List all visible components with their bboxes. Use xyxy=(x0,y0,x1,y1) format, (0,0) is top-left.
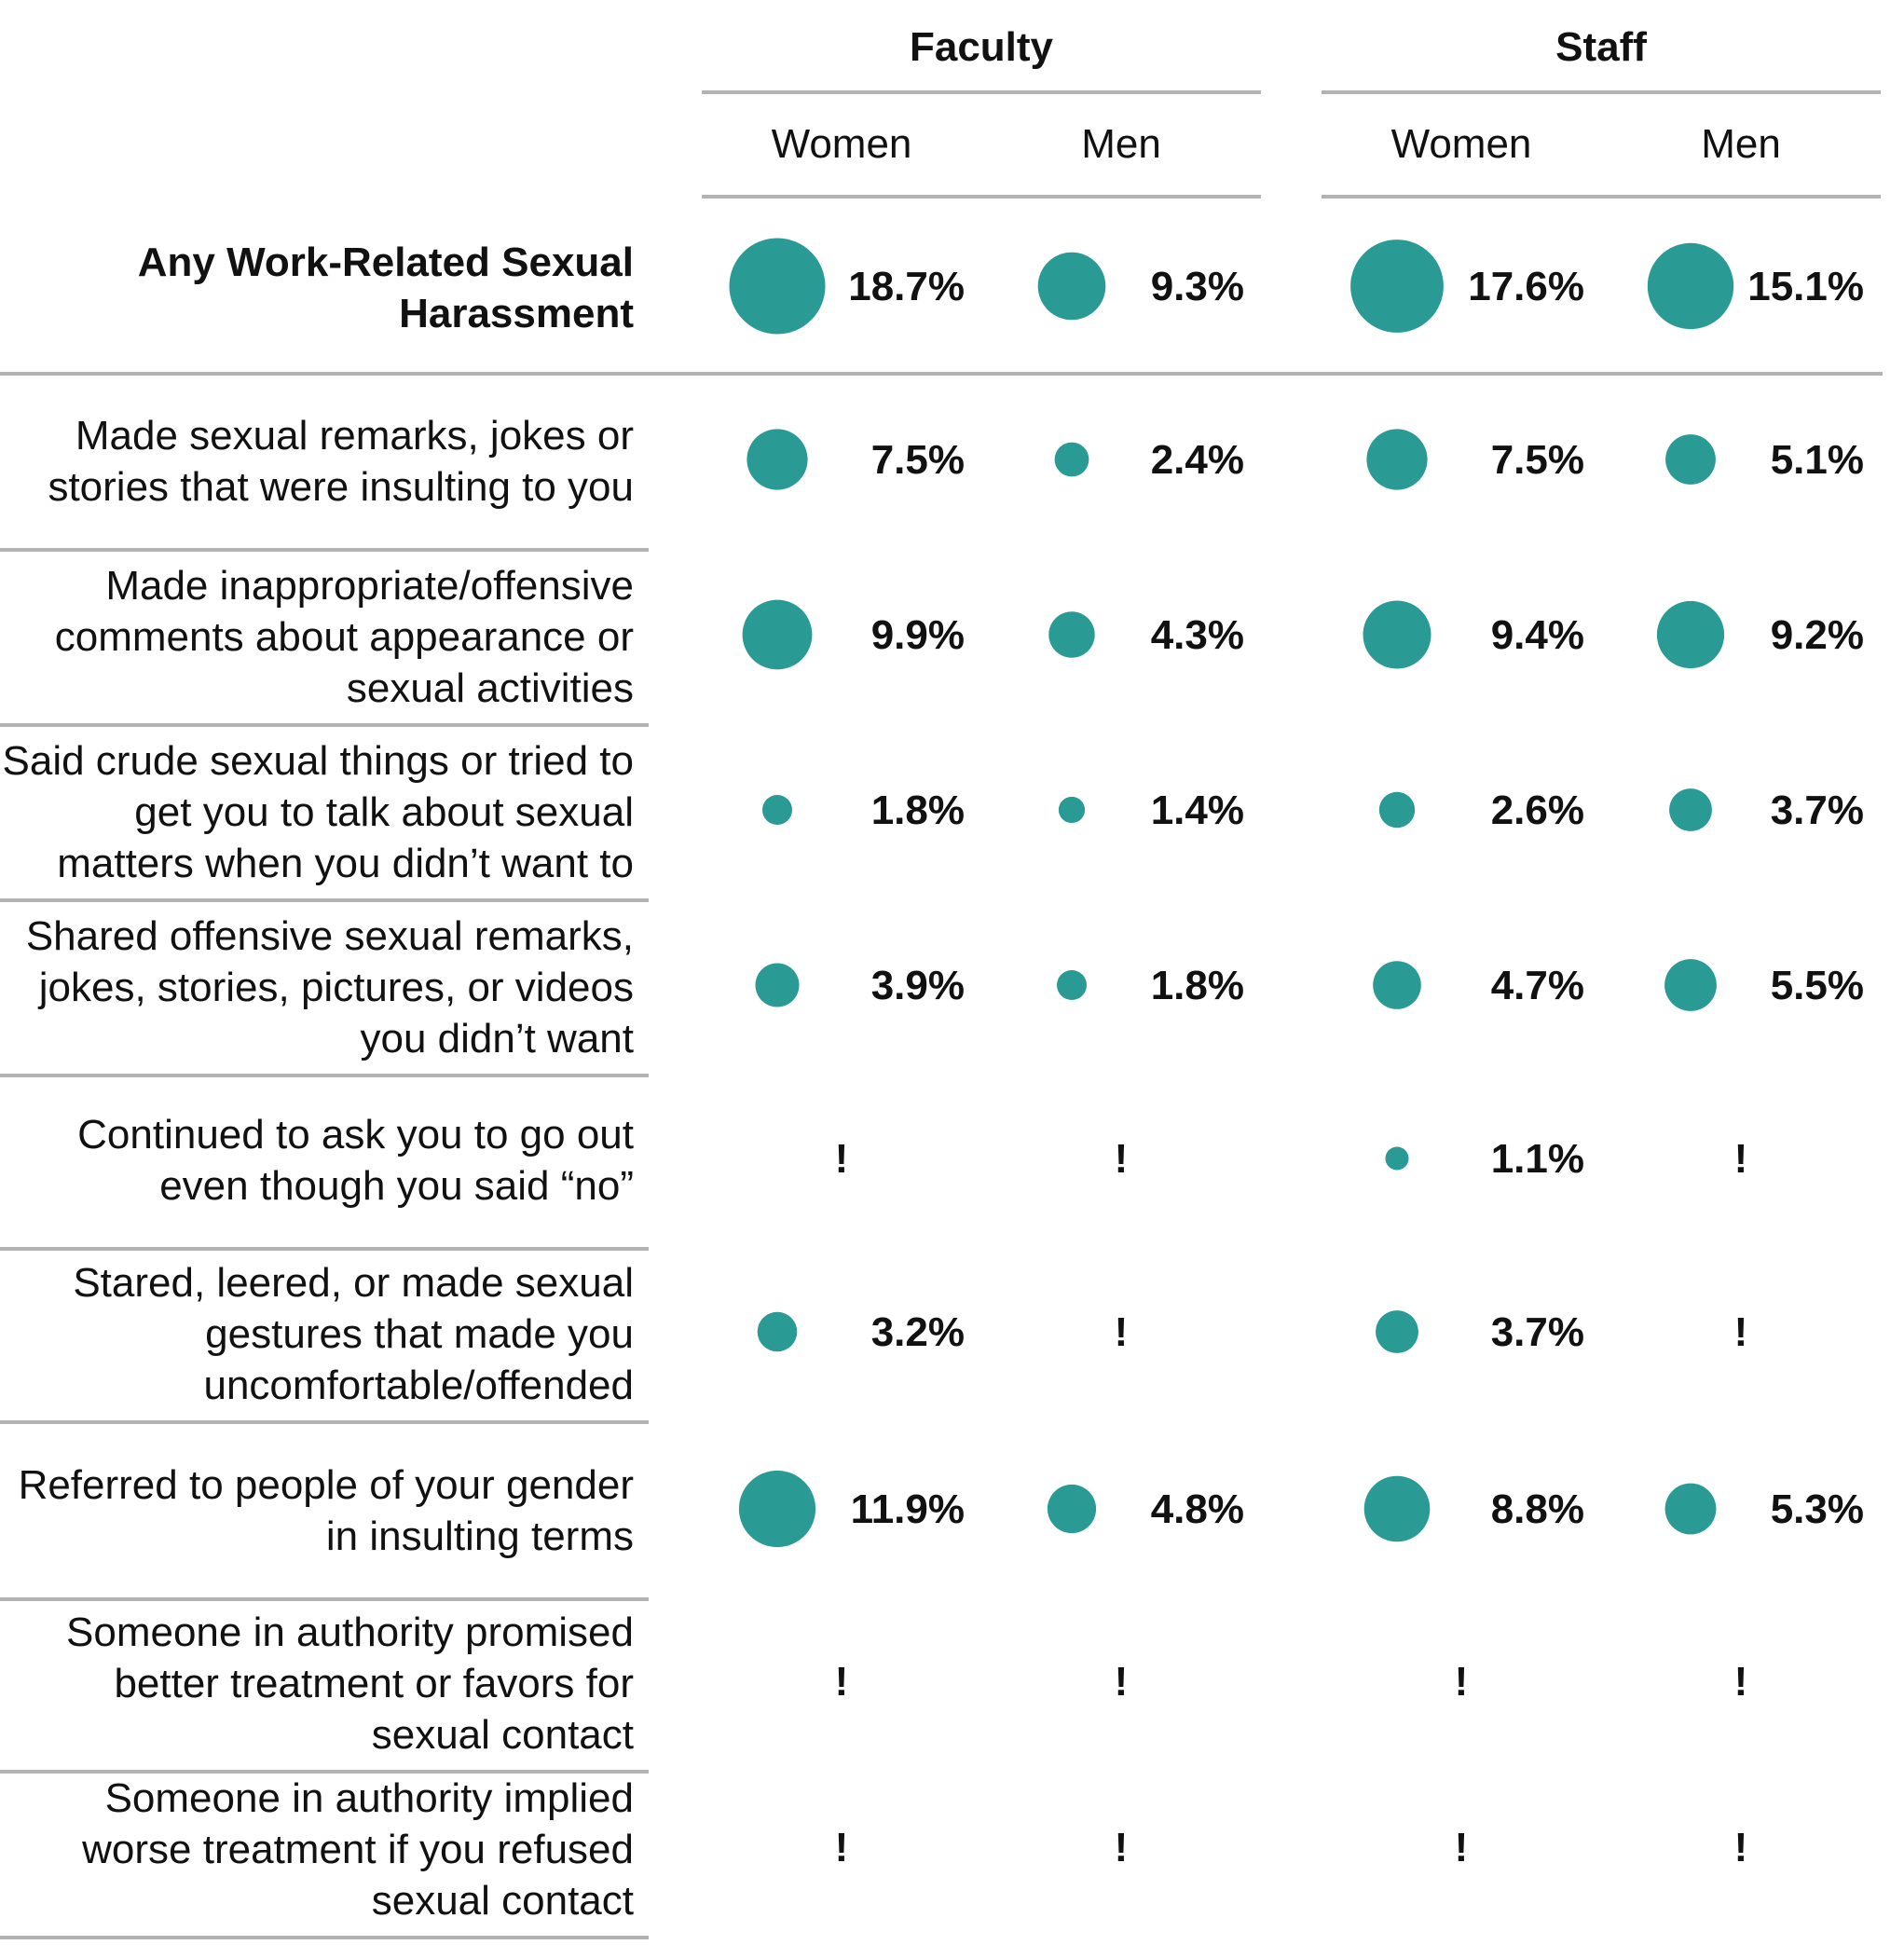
bubble-faculty-women xyxy=(747,429,808,490)
value-label-staff-women: 1.1% xyxy=(1490,1136,1584,1182)
value-label-staff-women: 2.6% xyxy=(1490,788,1584,833)
value-label-staff-women: 4.7% xyxy=(1490,963,1584,1008)
row-label: Stared, leered, or made sexual gestures … xyxy=(73,1259,634,1408)
bubble-staff-women xyxy=(1385,1146,1409,1171)
value-label-faculty-men: 2.4% xyxy=(1150,437,1244,483)
row-label: Said crude sexual things or tried to get… xyxy=(2,737,635,886)
bubble-faculty-women xyxy=(729,238,826,335)
staff-subheader-rule xyxy=(1322,195,1881,199)
bubble-staff-men xyxy=(1669,788,1712,831)
subheader-faculty-women: Women xyxy=(771,121,912,167)
suppressed-marker: ! xyxy=(1454,1659,1469,1705)
bubble-faculty-women xyxy=(757,1311,798,1352)
row-divider xyxy=(0,1597,649,1601)
row-divider xyxy=(0,1936,649,1939)
row-divider xyxy=(0,723,649,727)
value-label-staff-men: 9.2% xyxy=(1770,612,1864,658)
bubble-faculty-women xyxy=(742,599,813,670)
subheader-staff-women: Women xyxy=(1390,121,1532,167)
section-divider xyxy=(0,372,1883,376)
value-label-faculty-men: 4.3% xyxy=(1150,612,1244,658)
row-divider xyxy=(0,548,649,552)
suppressed-marker: ! xyxy=(1114,1659,1129,1705)
value-label-staff-men: 5.1% xyxy=(1770,437,1864,483)
row-divider xyxy=(0,1770,649,1774)
value-label-staff-women: 8.8% xyxy=(1490,1486,1584,1532)
value-label-faculty-men: 9.3% xyxy=(1150,264,1244,309)
row-label: Shared offensive sexual remarks, jokes, … xyxy=(25,912,634,1062)
value-label-faculty-women: 11.9% xyxy=(850,1486,965,1532)
bubble-faculty-men xyxy=(1054,442,1089,477)
bubble-staff-men xyxy=(1647,242,1734,330)
row-label: Referred to people of your gender in ins… xyxy=(18,1462,634,1559)
value-label-staff-women: 17.6% xyxy=(1468,264,1584,309)
bubble-faculty-men xyxy=(1047,1484,1097,1534)
bubble-staff-women xyxy=(1373,961,1421,1009)
bubble-staff-men xyxy=(1665,434,1716,485)
bubble-staff-men xyxy=(1656,600,1725,669)
value-label-faculty-men: 1.8% xyxy=(1150,963,1244,1008)
row-label: Made sexual remarks, jokes or stories th… xyxy=(48,413,634,510)
bubble-staff-women xyxy=(1378,791,1416,829)
row-divider xyxy=(0,898,649,902)
value-label-faculty-women: 3.2% xyxy=(870,1309,965,1355)
suppressed-marker: ! xyxy=(1114,1309,1129,1355)
suppressed-marker: ! xyxy=(1733,1825,1748,1870)
bubble-faculty-men xyxy=(1058,796,1086,824)
value-label-faculty-women: 3.9% xyxy=(870,963,965,1008)
suppressed-marker: ! xyxy=(834,1136,849,1182)
value-label-staff-women: 9.4% xyxy=(1490,612,1584,658)
bubble-staff-men xyxy=(1664,959,1717,1011)
value-label-staff-men: 3.7% xyxy=(1770,788,1864,833)
bubble-staff-women xyxy=(1363,600,1431,669)
staff-header-rule xyxy=(1322,90,1881,94)
suppressed-marker: ! xyxy=(1454,1825,1469,1870)
value-label-faculty-women: 7.5% xyxy=(870,437,965,483)
bubble-faculty-women xyxy=(755,963,800,1007)
row-divider xyxy=(0,1074,649,1077)
bubble-faculty-women xyxy=(762,795,792,825)
suppressed-marker: ! xyxy=(1114,1825,1129,1870)
bubble-faculty-men xyxy=(1048,611,1095,658)
row-label: Made inappropriate/offensive comments ab… xyxy=(54,562,634,711)
row-divider xyxy=(0,1420,649,1424)
suppressed-marker: ! xyxy=(1114,1136,1129,1182)
value-label-staff-men: 5.3% xyxy=(1770,1486,1864,1532)
bubble-staff-men xyxy=(1664,1483,1717,1535)
value-label-staff-men: 5.5% xyxy=(1770,963,1864,1008)
row-label: Someone in authority promised better tre… xyxy=(66,1609,634,1758)
row-label: Continued to ask you to go out even thou… xyxy=(77,1112,634,1209)
suppressed-marker: ! xyxy=(1733,1309,1748,1355)
bubble-staff-women xyxy=(1376,1310,1418,1353)
faculty-subheader-rule xyxy=(702,195,1261,199)
bubble-faculty-women xyxy=(738,1470,816,1548)
subheader-staff-men: Men xyxy=(1701,121,1781,167)
subheader-faculty-men: Men xyxy=(1081,121,1161,167)
suppressed-marker: ! xyxy=(834,1825,849,1870)
suppressed-marker: ! xyxy=(834,1659,849,1705)
suppressed-marker: ! xyxy=(1733,1659,1748,1705)
value-label-faculty-women: 1.8% xyxy=(870,788,965,833)
value-label-staff-women: 3.7% xyxy=(1490,1309,1584,1355)
bubble-staff-women xyxy=(1363,1475,1431,1542)
row-label: Someone in authority implied worse treat… xyxy=(82,1774,634,1924)
value-label-faculty-women: 9.9% xyxy=(870,612,965,658)
bubble-faculty-men xyxy=(1057,970,1087,1000)
faculty-header-rule xyxy=(702,90,1261,94)
value-label-faculty-men: 1.4% xyxy=(1150,788,1244,833)
bubble-faculty-men xyxy=(1037,252,1106,321)
bubble-staff-women xyxy=(1366,429,1428,490)
group-header-faculty: Faculty xyxy=(909,24,1054,70)
row-label: Any Work-Related Sexual Harassment xyxy=(137,240,634,336)
suppressed-marker: ! xyxy=(1733,1136,1748,1182)
row-divider xyxy=(0,1247,649,1251)
value-label-staff-women: 7.5% xyxy=(1490,437,1584,483)
value-label-staff-men: 15.1% xyxy=(1747,264,1864,309)
group-header-staff: Staff xyxy=(1555,24,1647,70)
bubble-staff-women xyxy=(1350,240,1444,333)
value-label-faculty-women: 18.7% xyxy=(848,264,965,309)
value-label-faculty-men: 4.8% xyxy=(1150,1486,1244,1532)
